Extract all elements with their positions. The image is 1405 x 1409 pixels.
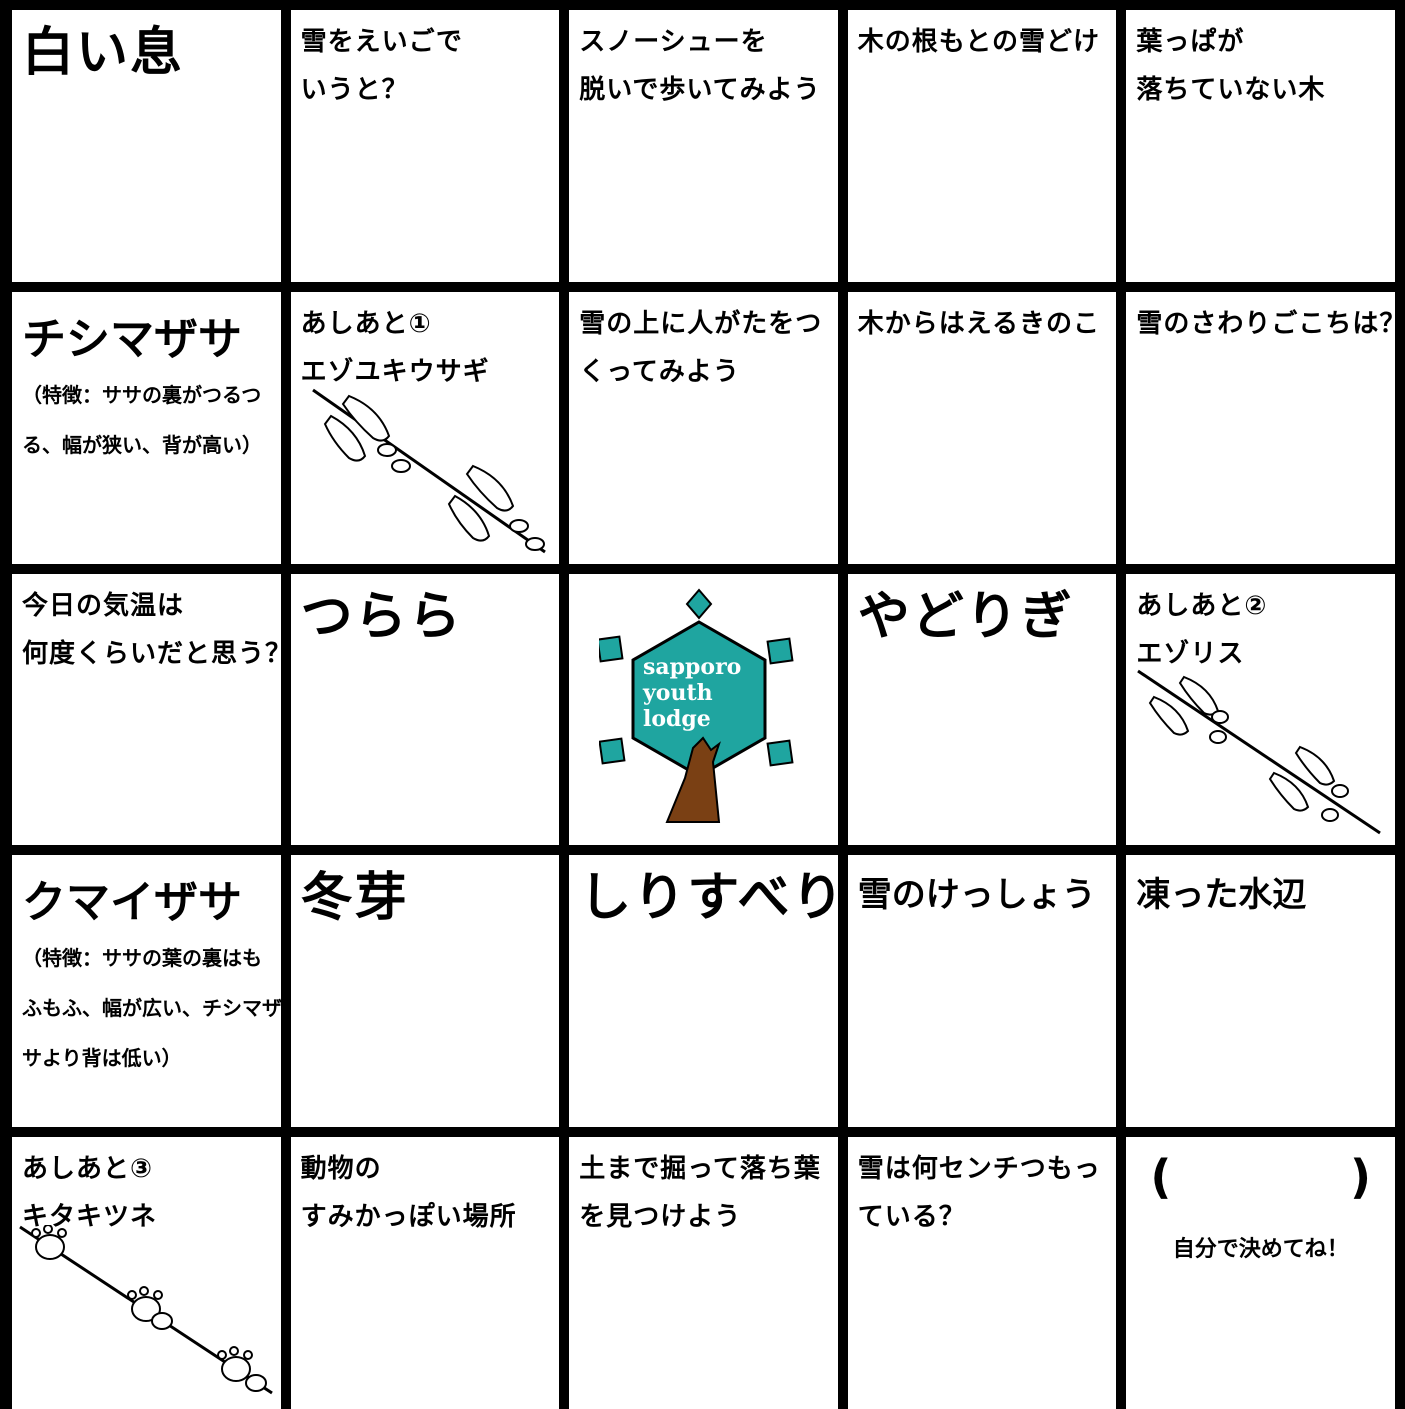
cell-label: 雪のさわりごこちは？ (1136, 308, 1395, 339)
cell-label: を見つけよう (579, 1202, 742, 1233)
bingo-cell-1[interactable]: 白い息 (12, 10, 281, 282)
cell-label: つらら (300, 586, 463, 647)
cell-label: 今日の気温は (22, 590, 185, 621)
cell-note: （特徴：ササの葉の裏はも ふもふ、幅が広い、チシマザ サより背は低い） (22, 933, 281, 1083)
bingo-cell-11[interactable]: 今日の気温は 何度くらいだと思う？ (12, 573, 281, 846)
cell-label: 雪をえいごで (300, 27, 463, 57)
cell-label: エゾリス (1136, 638, 1245, 669)
logo-text: sapporo (643, 654, 741, 680)
cell-label: あしあと③ (22, 1154, 154, 1185)
bingo-cell-18[interactable]: しりすべり (569, 855, 838, 1128)
cell-label: やどりぎ (857, 586, 1074, 647)
cell-label: 雪のけっしょう (857, 875, 1096, 916)
cell-label: チシマザサ (22, 313, 242, 365)
bingo-cell-custom[interactable]: ( ) 自分で決めてね！ (1126, 1137, 1395, 1409)
fox-footprints-icon (19, 1224, 273, 1395)
bingo-cell-16[interactable]: クマイザサ （特徴：ササの葉の裏はも ふもふ、幅が広い、チシマザ サより背は低い… (12, 855, 281, 1128)
cell-label: 雪の上に人がたをつ (579, 308, 823, 339)
bingo-cell-4[interactable]: 木の根もとの雪どけ (847, 10, 1117, 282)
bingo-cell-6[interactable]: チシマザサ （特徴：ササの裏がつるつ る、幅が狭い、背が高い） (12, 291, 281, 564)
cell-label: 落ちていない木 (1136, 75, 1326, 105)
note-line: る、幅が狭い、背が高い） (22, 432, 262, 457)
custom-blank: ( ) (1136, 1145, 1385, 1205)
bingo-cell-8[interactable]: 雪の上に人がたをつ くってみよう (569, 291, 838, 564)
cell-label: しりすべり (579, 868, 838, 929)
bingo-cell-12[interactable]: つらら (290, 573, 560, 846)
cell-label: 雪は何センチつもっ (857, 1154, 1101, 1185)
cell-label: 白い息 (22, 23, 185, 83)
bingo-cell-2[interactable]: 雪をえいごで いうと？ (290, 10, 560, 282)
cell-label: あしあと② (1136, 590, 1268, 621)
note-line: （特徴：ササの葉の裏はも (22, 946, 262, 971)
cell-label: 凍った水辺 (1136, 875, 1307, 916)
cell-label: エゾユキウサギ (300, 356, 490, 387)
cell-label: ている？ (857, 1202, 966, 1233)
bingo-cell-free[interactable]: sapporo youth lodge (569, 573, 838, 846)
bingo-cell-24[interactable]: 雪は何センチつもっ ている？ (847, 1137, 1117, 1409)
cell-label: あしあと① (300, 308, 432, 339)
rabbit-footprints-icon (311, 388, 546, 553)
cell-label: 木の根もとの雪どけ (857, 27, 1101, 57)
cell-label: 木からはえるきのこ (857, 308, 1101, 339)
note-line: サより背は低い） (22, 1046, 182, 1071)
logo-text: youth (642, 680, 713, 706)
cell-label: スノーシューを (579, 27, 768, 57)
bingo-cell-10[interactable]: 雪のさわりごこちは？ (1126, 291, 1395, 564)
bingo-cell-22[interactable]: 動物の すみかっぽい場所 (290, 1137, 560, 1409)
bingo-cell-21[interactable]: あしあと③ キタキツネ (12, 1137, 281, 1409)
cell-label: 脱いで歩いてみよう (579, 75, 821, 105)
paren-left: ( (1150, 1150, 1172, 1205)
cell-label: すみかっぽい場所 (300, 1202, 517, 1233)
custom-note: 自分で決めてね！ (1172, 1237, 1349, 1263)
bingo-cell-9[interactable]: 木からはえるきのこ (847, 291, 1117, 564)
bingo-cell-17[interactable]: 冬芽 (290, 855, 560, 1128)
squirrel-footprints-icon (1137, 670, 1382, 835)
bingo-cell-3[interactable]: スノーシューを 脱いで歩いてみよう (569, 10, 838, 282)
bingo-cell-23[interactable]: 土まで掘って落ち葉 を見つけよう (569, 1137, 838, 1409)
bingo-cell-7[interactable]: あしあと① エゾユキウサギ (290, 291, 560, 564)
cell-label: いうと？ (300, 75, 409, 105)
note-line: ふもふ、幅が広い、チシマザ (22, 996, 281, 1021)
bingo-cell-20[interactable]: 凍った水辺 (1126, 855, 1395, 1128)
bingo-cell-19[interactable]: 雪のけっしょう (847, 855, 1117, 1128)
bingo-cell-5[interactable]: 葉っぱが 落ちていない木 (1126, 10, 1395, 282)
paren-right: ) (1349, 1150, 1371, 1205)
cell-label: 土まで掘って落ち葉 (579, 1154, 821, 1185)
youth-lodge-logo-icon: sapporo youth lodge (599, 588, 794, 823)
bingo-cell-14[interactable]: やどりぎ (847, 573, 1117, 846)
logo-text: lodge (643, 706, 711, 732)
cell-label: 動物の (300, 1154, 382, 1185)
cell-label: 冬芽 (300, 868, 409, 929)
cell-label: 何度くらいだと思う？ (22, 638, 281, 669)
cell-label: クマイザサ (22, 877, 242, 929)
cell-label: 葉っぱが (1136, 27, 1245, 57)
cell-note: （特徴：ササの裏がつるつ る、幅が狭い、背が高い） (22, 370, 271, 470)
bingo-cell-15[interactable]: あしあと② エゾリス (1126, 573, 1395, 846)
note-line: （特徴：ササの裏がつるつ (22, 382, 262, 407)
cell-label: くってみよう (579, 356, 740, 387)
